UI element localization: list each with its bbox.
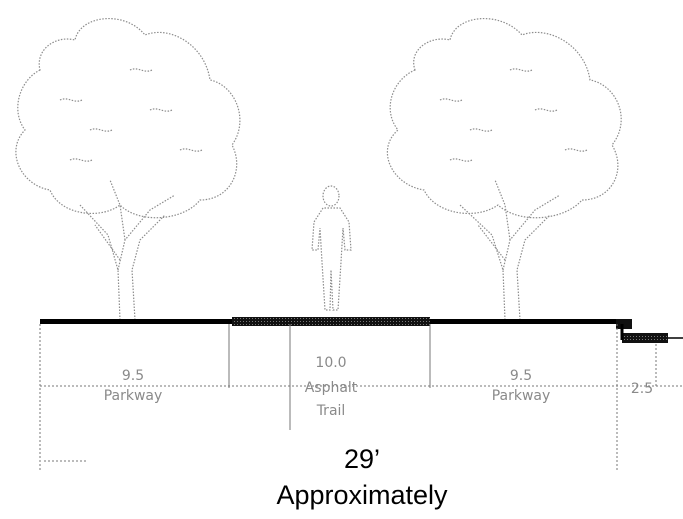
pedestrian-icon: [311, 185, 352, 311]
segment-2-name-line2: Trail: [316, 403, 346, 419]
tree-icon: [15, 17, 241, 321]
segment-2-name: Asphalt: [305, 380, 358, 396]
ground-surface: [40, 317, 683, 343]
segment-2-label: 10.0 Asphalt Trail: [305, 355, 358, 419]
segment-1-label: 9.5 Parkway: [104, 368, 163, 404]
total-note: Approximately: [276, 480, 448, 510]
segment-3-label: 9.5 Parkway: [492, 368, 551, 404]
tree-icon: [386, 17, 622, 321]
total-width: 29’: [344, 444, 380, 474]
segment-4-width: 2.5: [631, 381, 653, 397]
segment-1-name: Parkway: [104, 388, 163, 404]
segment-4-label: 2.5: [631, 381, 653, 397]
segment-1-width: 9.5: [122, 368, 144, 384]
segment-2-width: 10.0: [315, 355, 346, 371]
dimension-lines: [39, 324, 683, 470]
segment-3-width: 9.5: [510, 368, 532, 384]
segment-3-name: Parkway: [492, 388, 551, 404]
